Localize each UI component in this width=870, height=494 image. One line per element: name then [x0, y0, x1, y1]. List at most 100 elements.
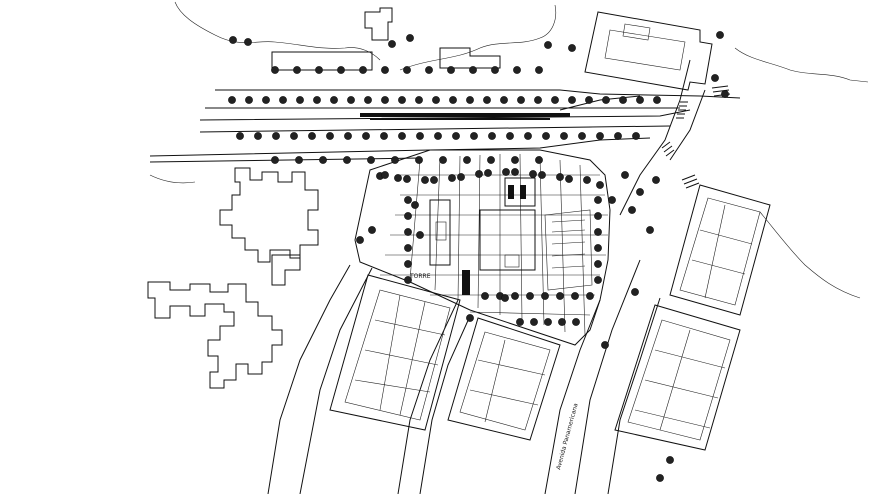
- tree-icon: [568, 96, 576, 104]
- tree-icon: [594, 212, 602, 220]
- tree-icon: [551, 96, 559, 104]
- tree-icon: [538, 171, 546, 179]
- tree-icon: [449, 96, 457, 104]
- tree-icon: [403, 175, 411, 183]
- tree-icon: [430, 176, 438, 184]
- road-edge: [149, 137, 651, 157]
- tree-icon: [416, 231, 424, 239]
- tree-icon: [628, 206, 636, 214]
- tree-icon: [344, 132, 352, 140]
- tree-icon: [526, 292, 534, 300]
- tree-icon: [511, 292, 519, 300]
- building-outline: [622, 23, 651, 41]
- tree-icon: [544, 318, 552, 326]
- building-block: [614, 304, 741, 451]
- tree-icon: [337, 66, 345, 74]
- tree-icon: [568, 44, 576, 52]
- tree-icon: [425, 66, 433, 74]
- railway-track: [360, 113, 570, 117]
- tree-icon: [636, 188, 644, 196]
- tree-icon: [367, 156, 375, 164]
- tree-icon: [406, 34, 414, 42]
- tree-icon: [447, 66, 455, 74]
- road-edge: [669, 89, 706, 161]
- tree-icon: [315, 66, 323, 74]
- tree-icon: [619, 96, 627, 104]
- tree-icon: [469, 66, 477, 74]
- tree-icon: [513, 66, 521, 74]
- tree-icon: [343, 156, 351, 164]
- tree-icon: [411, 201, 419, 209]
- terrain-contour: [759, 211, 861, 299]
- tree-icon: [542, 132, 550, 140]
- tree-icon: [404, 228, 412, 236]
- tree-icon: [245, 96, 253, 104]
- tree-icon: [416, 132, 424, 140]
- tree-icon: [228, 96, 236, 104]
- tree-icon: [632, 132, 640, 140]
- tree-icon: [594, 260, 602, 268]
- tree-icon: [544, 41, 552, 49]
- tree-icon: [326, 132, 334, 140]
- tree-icon: [262, 96, 270, 104]
- road-edge: [544, 299, 601, 494]
- tree-icon: [391, 156, 399, 164]
- tree-icon: [381, 171, 389, 179]
- tree-icon: [596, 181, 604, 189]
- tree-icon: [236, 132, 244, 140]
- plaza-sign: TORRE: [409, 273, 431, 280]
- zebra-crossing: [661, 85, 731, 189]
- road-edge: [419, 315, 471, 494]
- tree-icon: [356, 236, 364, 244]
- tree-icon: [487, 156, 495, 164]
- tree-icon: [481, 292, 489, 300]
- road-edge: [299, 267, 373, 494]
- tree-icon: [470, 132, 478, 140]
- building-outline: [364, 7, 393, 41]
- tree-icon: [293, 66, 301, 74]
- tree-icon: [601, 341, 609, 349]
- road-edge: [607, 297, 661, 494]
- tree-icon: [488, 132, 496, 140]
- building-block: [329, 274, 461, 431]
- tree-icon: [271, 156, 279, 164]
- tree-icon: [594, 228, 602, 236]
- tree-icon: [381, 66, 389, 74]
- tree-icon: [484, 169, 492, 177]
- road-edge: [619, 59, 691, 216]
- tree-icon: [432, 96, 440, 104]
- tree-icon: [535, 66, 543, 74]
- tree-icon: [594, 276, 602, 284]
- tree-icon: [439, 156, 447, 164]
- trees-layer: [228, 31, 729, 482]
- central-plaza: [354, 149, 611, 346]
- tree-icon: [448, 174, 456, 182]
- terrain-contour: [399, 4, 557, 71]
- tree-icon: [434, 132, 442, 140]
- tree-icon: [608, 196, 616, 204]
- tree-icon: [541, 292, 549, 300]
- tree-icon: [368, 226, 376, 234]
- tree-icon: [394, 174, 402, 182]
- road-edge: [199, 109, 691, 121]
- building-outline: [584, 11, 713, 91]
- road-edge: [397, 299, 459, 494]
- tree-icon: [463, 156, 471, 164]
- tree-icon: [586, 292, 594, 300]
- tree-icon: [721, 90, 729, 98]
- tree-icon: [534, 96, 542, 104]
- tree-icon: [272, 132, 280, 140]
- tree-icon: [296, 96, 304, 104]
- tree-icon: [347, 96, 355, 104]
- tree-icon: [491, 66, 499, 74]
- tree-icon: [404, 260, 412, 268]
- tree-icon: [571, 292, 579, 300]
- tree-icon: [421, 176, 429, 184]
- tree-icon: [572, 318, 580, 326]
- tree-icon: [501, 294, 509, 302]
- tree-icon: [330, 96, 338, 104]
- tree-icon: [279, 96, 287, 104]
- tree-icon: [362, 132, 370, 140]
- road-edge: [215, 89, 701, 97]
